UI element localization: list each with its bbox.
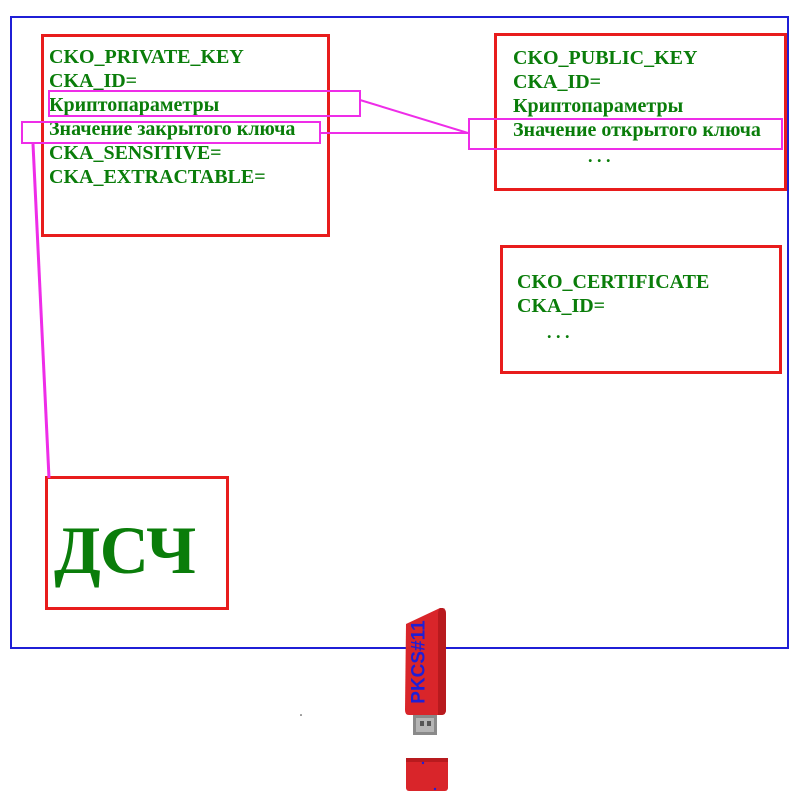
rng-label: ДСЧ <box>54 510 195 590</box>
private-key-sensitive: CKA_SENSITIVE= <box>49 141 222 165</box>
certificate-id: CKA_ID= <box>517 294 605 318</box>
certificate-ellipsis: . . . <box>547 320 570 344</box>
private-key-class: CKO_PRIVATE_KEY <box>49 45 244 69</box>
private-key-extractable: CKA_EXTRACTABLE= <box>49 165 266 189</box>
public-value-highlight <box>468 118 783 150</box>
stray-dot <box>300 714 302 716</box>
public-key-class: CKO_PUBLIC_KEY <box>513 46 697 70</box>
public-key-params: Криптопараметры <box>513 94 683 118</box>
token-label: PKCS#11 <box>409 620 431 703</box>
certificate-class: CKO_CERTIFICATE <box>517 270 709 294</box>
public-key-id: CKA_ID= <box>513 70 601 94</box>
token-label-wrap: PKCS#11 <box>405 612 435 712</box>
private-value-highlight <box>21 121 321 144</box>
private-params-highlight <box>48 90 361 117</box>
